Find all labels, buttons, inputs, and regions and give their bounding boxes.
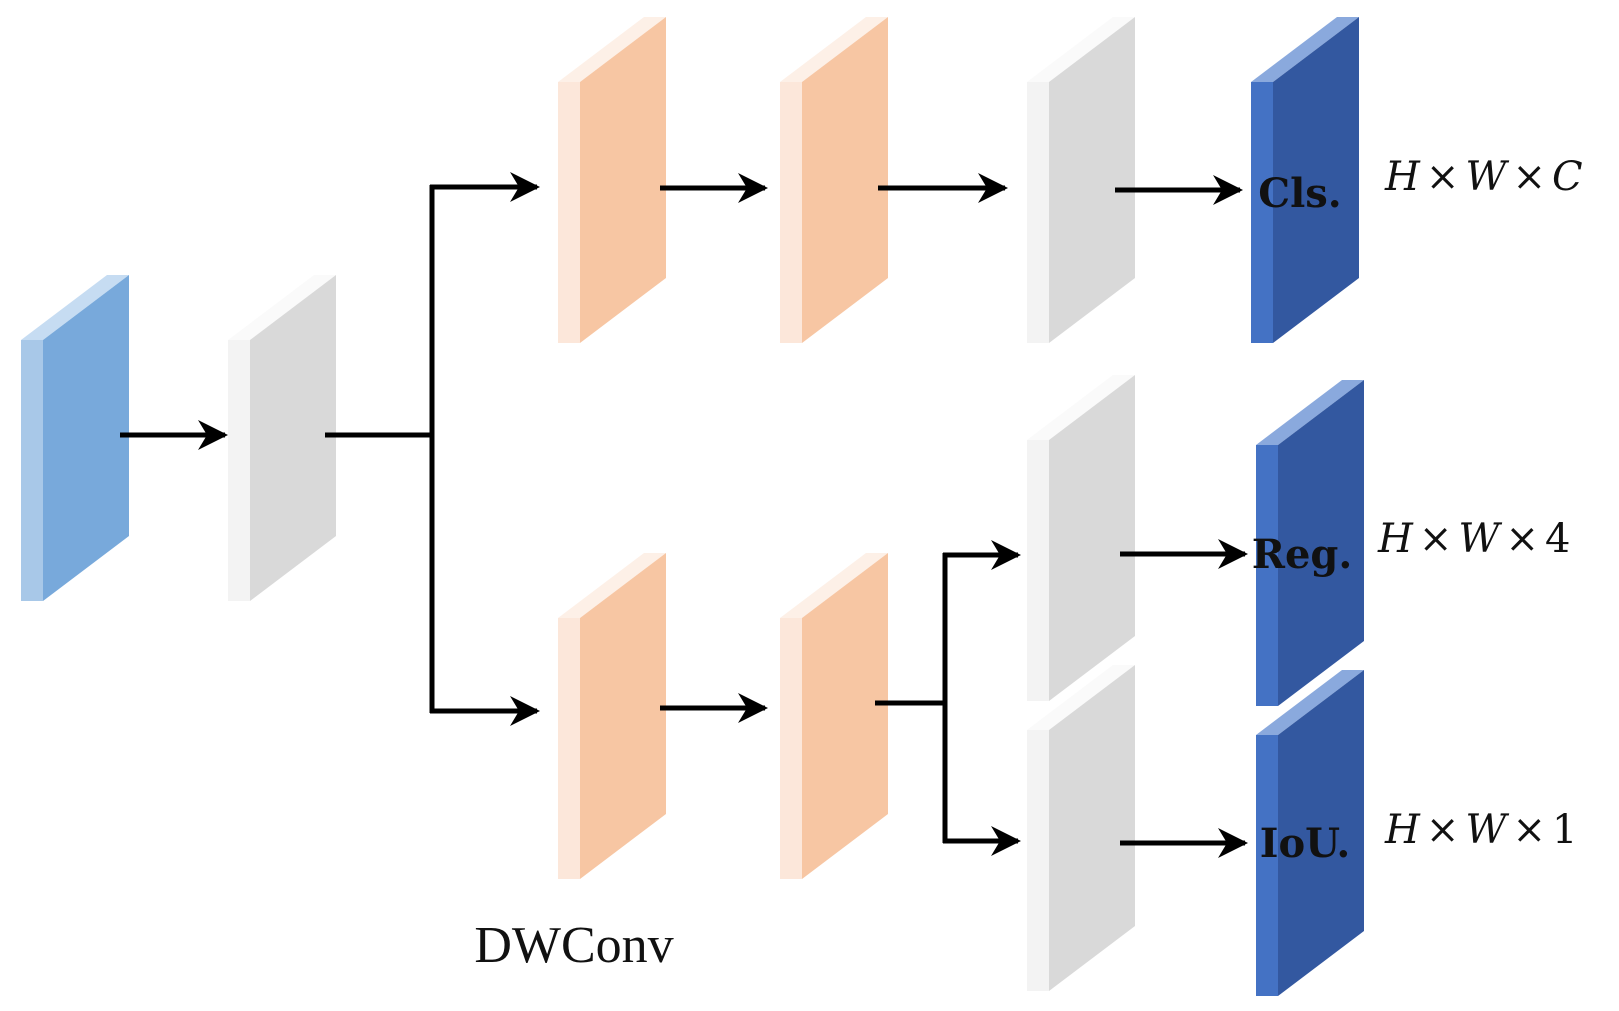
block-reg-conv2-top-face [780, 553, 888, 618]
reg-label: Reg. [1252, 531, 1353, 578]
block-reg-conv1-top-face [558, 553, 666, 618]
dim-times: × [1419, 516, 1453, 562]
dim-times: × [1426, 154, 1460, 200]
block-stem-front-face [228, 340, 250, 601]
block-cls-output-front-face [1251, 82, 1273, 343]
block-cls-conv2-top-face [780, 17, 888, 82]
block-reg-conv2 [780, 553, 888, 879]
block-cls-output-top-face [1251, 17, 1359, 82]
dwconv-label: DWConv [474, 917, 673, 974]
iou-label: IoU. [1260, 820, 1351, 867]
block-reg-output-front-face [1256, 445, 1278, 706]
block-reg-conv2-front-face [780, 618, 802, 879]
dim-w: W [1458, 516, 1502, 562]
reg-dims-label: H×W×4 [1377, 516, 1571, 562]
dim-4: 4 [1545, 516, 1570, 562]
cls-label: Cls. [1258, 170, 1341, 217]
block-cls-conv1 [558, 17, 666, 343]
block-stem-side-face [250, 275, 336, 601]
dim-w: W [1465, 807, 1509, 853]
block-cls-conv2-front-face [780, 82, 802, 343]
block-cls-neutral-side-face [1049, 17, 1135, 343]
block-reg-conv2-side-face [802, 553, 888, 879]
connectors [120, 172, 1248, 858]
block-reg-neutral-side-face [1049, 375, 1135, 701]
block-iou-output-front-face [1256, 735, 1278, 996]
block-iou-neutral [1027, 665, 1135, 991]
block-reg-neutral [1027, 375, 1135, 701]
block-iou-output-top-face [1256, 670, 1364, 735]
block-reg-output [1256, 380, 1364, 706]
block-iou-output-side-face [1278, 670, 1364, 996]
dim-times: × [1513, 807, 1547, 853]
block-cls-output-side-face [1273, 17, 1359, 343]
dim-h: H [1377, 516, 1414, 562]
dim-c: C [1552, 154, 1583, 200]
block-iou-neutral-front-face [1027, 730, 1049, 991]
block-stem [228, 275, 336, 601]
block-reg-output-top-face [1256, 380, 1364, 445]
feature-blocks [21, 17, 1364, 996]
block-iou-output [1256, 670, 1364, 996]
block-reg-conv1-front-face [558, 618, 580, 879]
block-cls-neutral [1027, 17, 1135, 343]
block-input [21, 275, 129, 601]
block-iou-neutral-top-face [1027, 665, 1135, 730]
block-cls-neutral-front-face [1027, 82, 1049, 343]
dim-1: 1 [1552, 807, 1577, 853]
dim-times: × [1426, 807, 1460, 853]
dim-times: × [1513, 154, 1547, 200]
block-cls-conv2-side-face [802, 17, 888, 343]
block-reg-conv1 [558, 553, 666, 879]
dim-h: H [1384, 154, 1421, 200]
block-input-front-face [21, 340, 43, 601]
iou-dims-label: H×W×1 [1384, 807, 1578, 853]
dim-times: × [1506, 516, 1540, 562]
block-stem-top-face [228, 275, 336, 340]
block-input-side-face [43, 275, 129, 601]
block-cls-conv1-top-face [558, 17, 666, 82]
dim-h: H [1384, 807, 1421, 853]
block-reg-neutral-front-face [1027, 440, 1049, 701]
cls-dims-label: H×W×C [1384, 154, 1583, 200]
dim-w: W [1465, 154, 1509, 200]
block-reg-output-side-face [1278, 380, 1364, 706]
block-cls-conv1-front-face [558, 82, 580, 343]
block-cls-conv2 [780, 17, 888, 343]
block-cls-neutral-top-face [1027, 17, 1135, 82]
block-input-top-face [21, 275, 129, 340]
block-cls-output [1251, 17, 1359, 343]
block-cls-conv1-side-face [580, 17, 666, 343]
block-reg-neutral-top-face [1027, 375, 1135, 440]
block-reg-conv1-side-face [580, 553, 666, 879]
block-iou-neutral-side-face [1049, 665, 1135, 991]
